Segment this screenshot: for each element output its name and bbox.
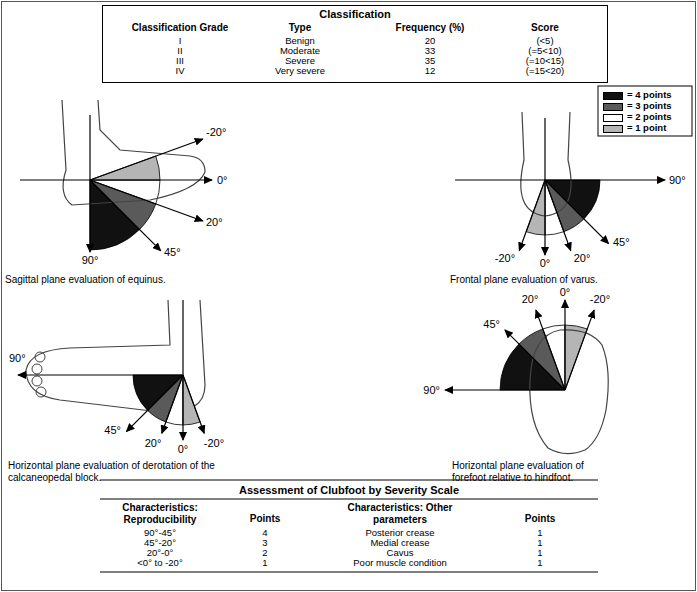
angle-arrow bbox=[564, 300, 565, 390]
angle-lines bbox=[445, 300, 594, 390]
angle-label: 0° bbox=[559, 286, 572, 299]
table-heading: Classification Grade bbox=[132, 22, 229, 34]
toe bbox=[36, 387, 46, 397]
table-cell: <0° to -20° bbox=[137, 558, 182, 569]
angle-arrow bbox=[90, 179, 212, 180]
foot-outline bbox=[530, 330, 608, 454]
legend-text: = 4 points bbox=[627, 90, 672, 101]
angle-label: 45° bbox=[103, 424, 122, 437]
toe bbox=[32, 364, 42, 374]
angle-label: 20° bbox=[205, 216, 224, 229]
table-cell: 12 bbox=[425, 66, 436, 77]
table-cell: 1 bbox=[262, 558, 267, 569]
table-rules bbox=[100, 480, 598, 572]
axis-line bbox=[182, 300, 183, 375]
rule-line bbox=[100, 572, 598, 573]
axis-line bbox=[544, 118, 545, 180]
table-heading: Points bbox=[525, 513, 556, 525]
table-heading: Characteristics: Other parameters bbox=[345, 502, 455, 525]
angle-arrow bbox=[545, 179, 665, 180]
angle-label: 45° bbox=[612, 236, 631, 249]
angle-arrow bbox=[89, 180, 90, 252]
rule-line bbox=[100, 499, 598, 500]
heel-outline bbox=[521, 112, 571, 216]
legend-swatch bbox=[603, 103, 623, 111]
angle-arrow bbox=[545, 180, 571, 251]
sector-group bbox=[500, 325, 587, 390]
angle-arrow bbox=[182, 375, 183, 440]
table-heading: Frequency (%) bbox=[396, 22, 465, 34]
toe bbox=[35, 352, 45, 362]
panel-caption: Horizontal plane evaluation of derotatio… bbox=[8, 460, 223, 483]
angle-label: -20° bbox=[205, 126, 227, 139]
table-cell: (=15<20) bbox=[526, 66, 565, 77]
angle-arrow bbox=[90, 180, 203, 221]
angle-label: 45° bbox=[163, 246, 182, 259]
panel-caption: Sagittal plane evaluation of equinus. bbox=[5, 274, 166, 286]
angle-arrow bbox=[565, 310, 594, 390]
angle-arrow bbox=[90, 139, 203, 180]
sector-group bbox=[133, 375, 200, 425]
angle-arrow bbox=[90, 180, 161, 251]
angle-label: 90° bbox=[668, 174, 687, 187]
angle-label: 20° bbox=[144, 437, 163, 450]
angle-label: 0° bbox=[177, 443, 190, 456]
angle-arrow bbox=[545, 180, 609, 244]
table-cell: Poor muscle condition bbox=[353, 558, 446, 569]
angle-arrow bbox=[544, 180, 545, 255]
angle-lines bbox=[455, 118, 665, 255]
angle-label: 90° bbox=[422, 384, 441, 397]
angle-arrow bbox=[536, 310, 565, 390]
legend-swatch bbox=[603, 92, 623, 100]
table-cell: IV bbox=[176, 66, 185, 77]
angle-arrow bbox=[505, 330, 565, 390]
foot-outline bbox=[62, 100, 205, 205]
table-cell: Very severe bbox=[275, 66, 325, 77]
angle-lines bbox=[20, 115, 212, 252]
angle-label: 20° bbox=[573, 252, 592, 265]
legend-text: = 2 points bbox=[627, 112, 672, 123]
angle-label: 20° bbox=[521, 293, 540, 306]
angle-arrow bbox=[519, 180, 545, 251]
angle-label: 90° bbox=[81, 254, 100, 267]
table-heading: Points bbox=[250, 513, 281, 525]
legend-box bbox=[598, 86, 692, 136]
angle-arrow bbox=[183, 375, 204, 433]
panel-caption: Frontal plane evaluation of varus. bbox=[450, 274, 598, 286]
legend-swatch bbox=[603, 114, 623, 122]
angle-label: 0° bbox=[539, 257, 552, 270]
angle-lines bbox=[18, 300, 204, 440]
angle-arrow bbox=[126, 375, 183, 432]
axis-line bbox=[455, 179, 545, 180]
angle-arrow bbox=[162, 375, 183, 433]
table-heading: Type bbox=[289, 22, 312, 34]
legend-text: = 1 point bbox=[627, 123, 666, 134]
angle-label: -20° bbox=[589, 293, 611, 306]
angle-label: 90° bbox=[8, 352, 27, 365]
table-cell: 1 bbox=[537, 558, 542, 569]
box-heading: Classification bbox=[103, 6, 607, 21]
axis-line bbox=[89, 115, 90, 180]
legend-text: = 3 points bbox=[627, 101, 672, 112]
angle-label: 45° bbox=[482, 318, 501, 331]
angle-label: -20° bbox=[203, 437, 225, 450]
section-heading: Assessment of Clubfoot by Severity Scale bbox=[239, 484, 459, 497]
angle-label: 0° bbox=[216, 174, 229, 187]
angle-arrow bbox=[18, 374, 183, 375]
angle-label: -20° bbox=[494, 252, 516, 265]
toe bbox=[32, 376, 42, 386]
angle-arrow bbox=[445, 389, 565, 390]
table-heading: Characteristics: Reproducibility bbox=[110, 502, 210, 525]
axis-line bbox=[20, 179, 90, 180]
table-heading: Score bbox=[531, 22, 559, 34]
panel-caption: Horizontal plane evaluation of forefoot … bbox=[452, 460, 617, 483]
legend-swatch bbox=[603, 125, 623, 133]
